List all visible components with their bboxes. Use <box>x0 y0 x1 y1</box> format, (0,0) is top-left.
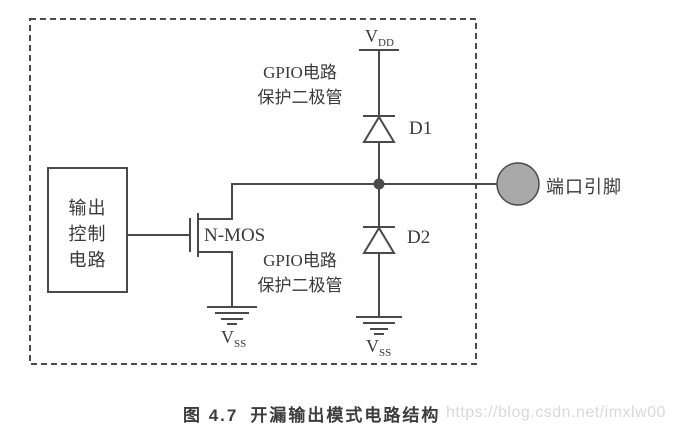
chip-boundary <box>29 18 477 365</box>
vdd-label: VDD <box>365 26 394 49</box>
output-control-box <box>47 167 128 293</box>
gpio-protection-label-top: GPIO电路 保护二极管 <box>257 63 343 107</box>
ground-symbol-d2 <box>356 316 402 335</box>
nmos-label: N-MOS <box>204 225 266 246</box>
d1-triangle <box>362 115 396 143</box>
ground-symbol-nmos <box>207 306 257 325</box>
diode-d1-label: D1 <box>409 118 433 139</box>
port-pin-circle <box>496 162 540 206</box>
d2-triangle <box>362 226 396 254</box>
figure-number: 图 4.7 <box>183 406 239 425</box>
figure-caption: 图 4.7 开漏输出模式电路结构 <box>183 401 440 426</box>
output-control-box-label: 输出 控制 电路 <box>68 198 107 270</box>
gpio-protection-label-bottom: GPIO电路 保护二极管 <box>257 251 343 295</box>
vss-label-nmos: VSS <box>221 327 247 350</box>
watermark-text: https://blog.csdn.net/imxlw00 <box>446 404 666 421</box>
port-pin-label: 端口引脚 <box>546 177 622 197</box>
figure-title: 开漏输出模式电路结构 <box>250 406 441 425</box>
diode-d2-label: D2 <box>407 227 431 248</box>
vss-label-d2: VSS <box>366 336 392 359</box>
